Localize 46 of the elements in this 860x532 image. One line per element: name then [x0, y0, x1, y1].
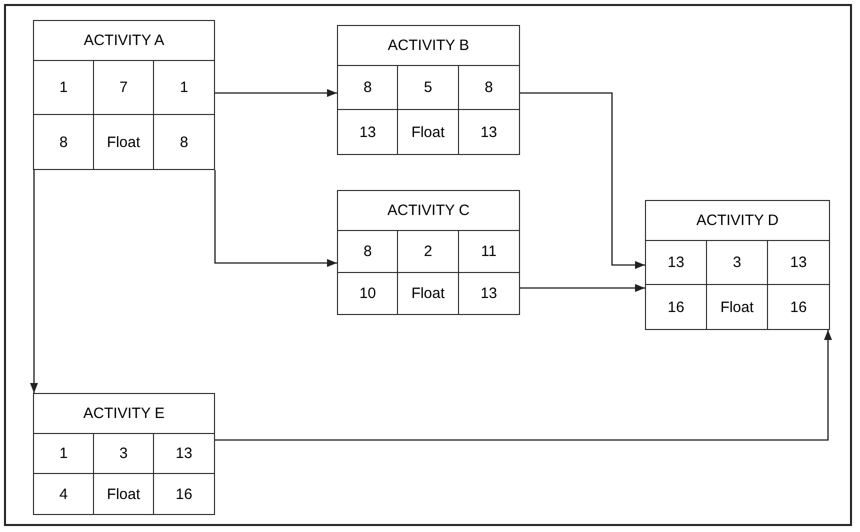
table-cell: 5 — [398, 66, 459, 110]
arrow — [30, 170, 38, 393]
table-cell: 7 — [94, 61, 154, 115]
activity-table — [33, 393, 215, 515]
arrow — [214, 170, 337, 267]
table-cell: 13 — [154, 434, 214, 474]
table-cell-text: 16 — [174, 484, 194, 504]
activity-title: ACTIVITY C — [338, 191, 519, 231]
arrow — [215, 330, 832, 441]
table-cell-text: 13 — [479, 122, 498, 142]
arrow — [520, 92, 645, 269]
table-cell: 13 — [338, 110, 398, 154]
table-cell: 3 — [94, 434, 154, 474]
arrow — [520, 284, 645, 292]
table-cell: 2 — [398, 231, 459, 272]
table-cell: 13 — [646, 241, 707, 285]
activity-table — [33, 20, 215, 170]
table-cell: 10 — [338, 272, 398, 314]
table-cell-text: 13 — [479, 284, 498, 304]
table-cell: 8 — [338, 231, 398, 272]
table-cell: 8 — [458, 66, 519, 110]
table-cell: 16 — [646, 285, 707, 329]
arrow — [215, 89, 337, 97]
activity-table — [645, 200, 830, 330]
table-cell: 11 — [458, 231, 519, 272]
activity-title: ACTIVITY D — [646, 201, 829, 241]
activity-title: ACTIVITY E — [34, 394, 214, 434]
activity-table — [337, 190, 520, 315]
table-cell: Float — [398, 272, 459, 314]
table-cell-text: 16 — [789, 298, 808, 318]
table-cell: Float — [94, 115, 154, 169]
table-cell: Float — [398, 110, 459, 154]
table-cell: 8 — [34, 115, 94, 169]
table-cell: 8 — [338, 66, 398, 110]
table-cell: 3 — [707, 241, 768, 285]
table-cell: 1 — [34, 434, 94, 474]
table-cell: 13 — [768, 241, 829, 285]
activity-title: ACTIVITY B — [338, 26, 519, 66]
table-cell: 4 — [34, 474, 94, 514]
table-cell: 1 — [34, 61, 94, 115]
activity-title: ACTIVITY A — [34, 21, 214, 61]
activity-table — [337, 25, 520, 155]
table-cell: 1 — [154, 61, 214, 115]
table-cell: Float — [94, 474, 154, 514]
table-cell-text: 8 — [178, 132, 190, 152]
table-cell: Float — [707, 285, 768, 329]
